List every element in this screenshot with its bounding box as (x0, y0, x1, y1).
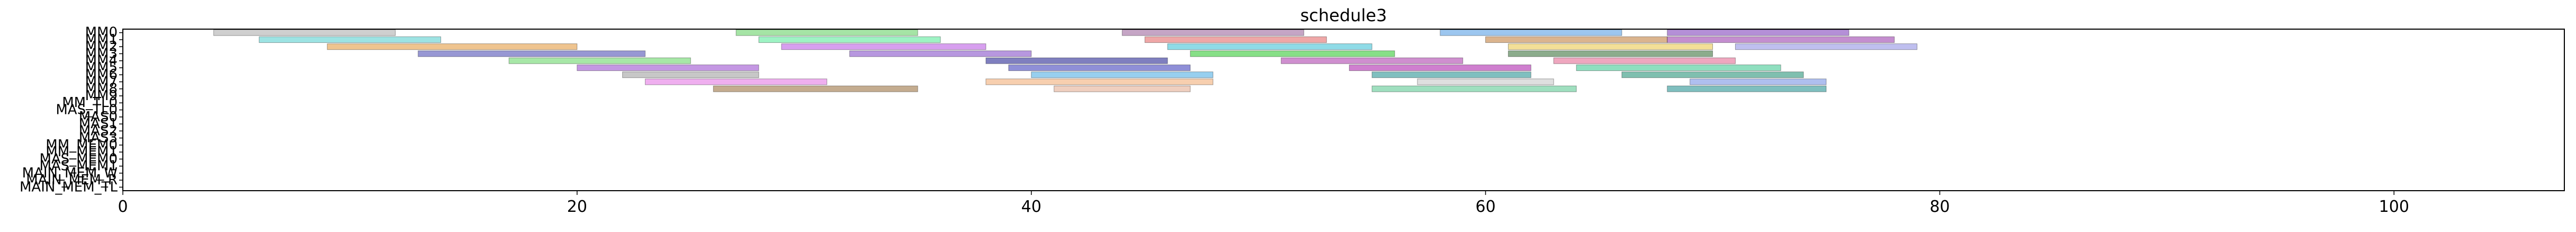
task-bar-36 (1054, 85, 1191, 92)
y-tick-label-12: MAS0 (79, 109, 118, 125)
y-tick-label-22: MAIN_MEM_TL (20, 179, 118, 195)
chart-title: schedule3 (1300, 5, 1387, 25)
task-bar-31 (645, 78, 828, 85)
y-tick-label-2: MM2 (85, 39, 118, 55)
y-tick-label-15: MAS3 (79, 130, 118, 146)
task-bar-24 (1008, 64, 1191, 72)
task-bar-19 (508, 57, 691, 64)
task-bar-9 (1667, 36, 1895, 43)
task-bar-14 (1735, 43, 1918, 50)
x-tick-label-1: 20 (567, 198, 587, 216)
task-bar-2 (1121, 29, 1304, 36)
task-bar-37 (1371, 85, 1577, 92)
y-tick-label-16: MM_MEM0 (46, 137, 118, 153)
x-tick-label-4: 80 (1929, 198, 1950, 216)
task-bar-18 (1507, 50, 1713, 57)
task-bar-33 (1417, 78, 1554, 85)
y-tick-label-18: MAS_MEM0 (39, 151, 118, 167)
task-bar-20 (985, 57, 1168, 64)
y-tick-label-0: MM0 (85, 25, 118, 41)
task-bar-27 (622, 72, 759, 78)
task-bar-15 (418, 50, 646, 57)
task-bar-26 (1576, 64, 1781, 72)
y-tick-label-20: MAIN_MEM_W (22, 165, 118, 181)
y-tick-label-13: MAS1 (79, 116, 118, 132)
y-tick-label-11: MAS_TL0 (56, 102, 118, 118)
x-tick-label-2: 40 (1021, 198, 1042, 216)
task-bar-13 (1507, 43, 1713, 50)
y-tick-label-19: MAS_MEM1 (39, 158, 118, 174)
task-bar-8 (1485, 36, 1668, 43)
y-tick-label-17: MM_MEM1 (46, 144, 118, 160)
task-bar-10 (327, 43, 578, 50)
task-bar-3 (1440, 29, 1622, 36)
task-bar-30 (1621, 72, 1804, 78)
task-bar-7 (1144, 36, 1327, 43)
y-tick-label-5: MM5 (85, 60, 118, 76)
task-bar-17 (1190, 50, 1395, 57)
x-tick-label-0: 0 (118, 198, 128, 216)
x-tick-label-3: 60 (1475, 198, 1495, 216)
task-bar-29 (1371, 72, 1531, 78)
task-bar-38 (1667, 85, 1827, 92)
y-tick-label-3: MM3 (85, 46, 118, 61)
task-bar-35 (713, 85, 918, 92)
y-tick-label-8: MM8 (85, 81, 118, 97)
task-bar-12 (1167, 43, 1372, 50)
task-bar-34 (1690, 78, 1827, 85)
task-bar-4 (1667, 29, 1850, 36)
y-tick-label-1: MM1 (85, 32, 118, 48)
y-tick-label-7: MM7 (85, 74, 118, 90)
y-tick-label-6: MM6 (85, 67, 118, 83)
y-tick-label-4: MM4 (85, 53, 118, 69)
y-tick-label-9: MM9 (85, 88, 118, 104)
y-tick-label-14: MAS2 (79, 123, 118, 139)
task-bar-28 (1031, 72, 1214, 78)
task-bar-0 (213, 29, 396, 36)
task-bar-23 (577, 64, 759, 72)
task-bar-6 (758, 36, 941, 43)
task-bar-5 (258, 36, 442, 43)
x-tick-label-5: 100 (2379, 198, 2409, 216)
y-tick-label-21: MAIN_MEM_R (26, 172, 118, 188)
y-tick-label-10: MM_TL0 (62, 95, 118, 111)
task-bar-21 (1281, 57, 1464, 64)
task-bar-25 (1349, 64, 1531, 72)
task-bar-32 (985, 78, 1214, 85)
task-bar-16 (849, 50, 1032, 57)
task-bar-1 (735, 29, 918, 36)
task-bar-22 (1553, 57, 1736, 64)
task-bar-11 (781, 43, 986, 50)
